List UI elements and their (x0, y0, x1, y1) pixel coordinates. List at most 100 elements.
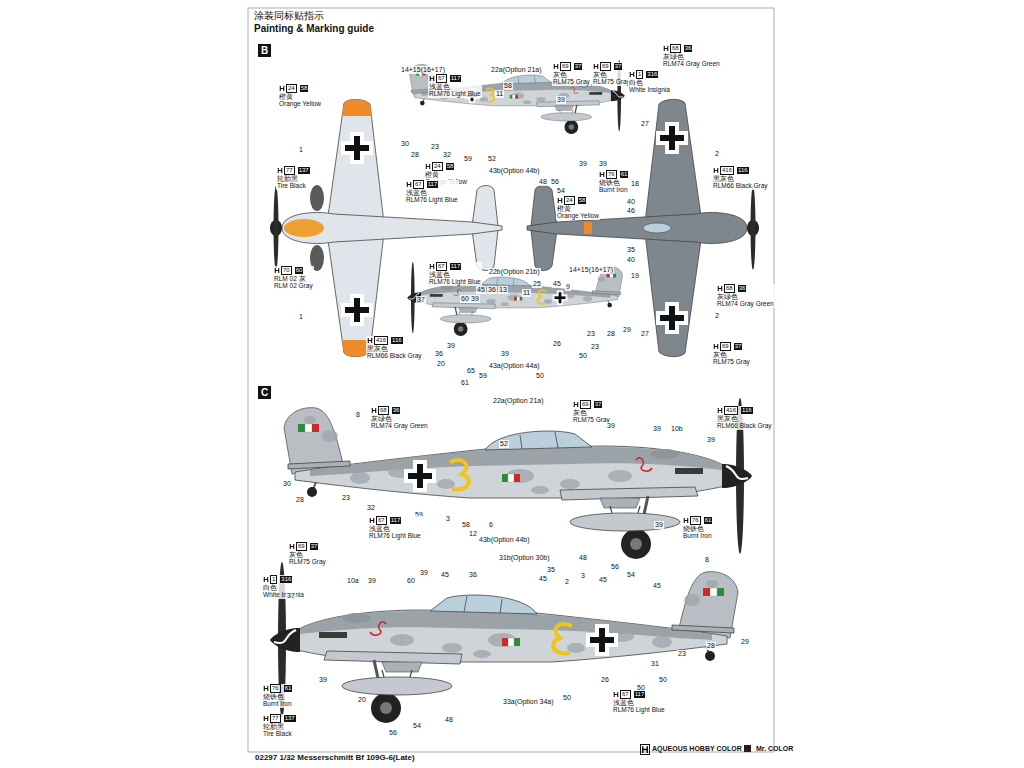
callout-number: 45 (476, 286, 486, 294)
callout-number: 30 (282, 480, 292, 488)
hobby-color-number: 1 (270, 575, 277, 584)
color-name-cn: 黑灰色 (367, 345, 422, 352)
mr-color-number: 60 (295, 267, 304, 274)
callout-number: 28 (410, 151, 420, 159)
hobby-color-number: 67 (436, 74, 447, 83)
hobby-color-icon (613, 691, 619, 698)
color-name-en: RLM76 Light Blue (613, 706, 665, 713)
mr-color-number: 137 (284, 715, 296, 722)
callout-number: 56 (388, 729, 398, 737)
color-code-row: 1316 (629, 70, 670, 79)
callout-number: 11 (522, 289, 531, 297)
hobby-color-number: 69 (560, 62, 571, 71)
callout-number: 52 (487, 155, 497, 163)
color-name-en: RLM76 Light Blue (429, 278, 481, 285)
hobby-color-number: 67 (376, 516, 387, 525)
color-code-row: 6937 (573, 400, 610, 409)
legend-text: AQUEOUS HOBBY COLOR (652, 745, 742, 753)
color-name-en: White Insignia (629, 86, 670, 93)
callout-number: 39 (706, 436, 716, 444)
color-name-en: RLM74 Gray Green (717, 300, 774, 307)
callout-number: 35 (626, 246, 636, 254)
legend-symbol (640, 744, 650, 755)
color-name-cn: 灰色 (289, 551, 326, 558)
hobby-color-icon (593, 63, 599, 70)
mr-color-number: 37 (594, 401, 603, 408)
hobby-color-number: 69 (600, 62, 611, 71)
mr-color-number: 117 (450, 263, 462, 270)
callout-number: 50 (658, 676, 668, 684)
color-code-row: 2458 (557, 196, 599, 205)
hobby-color-icon (263, 715, 269, 722)
hobby-color-number: 1 (636, 70, 643, 79)
color-code-row: 67117 (406, 180, 458, 189)
callout-number: 36 (487, 286, 497, 294)
callout-number: 22a(Option 21a) (492, 397, 545, 405)
callout-number: 20 (357, 696, 367, 704)
callout-number: 23 (430, 143, 440, 151)
callout-number: 6 (488, 521, 494, 529)
color-code-row: 6937 (593, 62, 630, 71)
callout-number: 54 (556, 187, 566, 195)
callout-number: 36 (434, 350, 444, 358)
hobby-color-number: 68 (724, 284, 735, 293)
color-code-row: 2458 (425, 162, 467, 171)
hobby-color-icon (274, 267, 280, 274)
callout-number: 45 (552, 280, 562, 288)
hobby-color-icon (429, 75, 435, 82)
mr-color-number: 61 (284, 685, 293, 692)
callout-number: 45 (538, 575, 548, 583)
callout-number: 26 (552, 340, 562, 348)
color-callout: 416116黑灰色RLM66 Black Gray (712, 166, 769, 190)
callout-number: 22b(Option 21b) (488, 268, 541, 276)
color-code-row: 7060 (274, 266, 313, 275)
callout-number: 23 (590, 343, 600, 351)
color-name-cn: 烧铁色 (599, 179, 628, 186)
color-name-cn: 橙黄 (279, 93, 321, 100)
callout-number: 32 (442, 151, 452, 159)
callout-number: 27 (640, 330, 650, 338)
callout-number: 23 (341, 494, 351, 502)
color-callout: 7060RLM 02 灰RLM 02 Gray (273, 266, 314, 290)
callout-number: 39 (446, 342, 456, 350)
mr-color-number: 316 (280, 576, 292, 583)
callout-number: 29 (740, 638, 750, 646)
color-name-en: RLM66 Black Gray (367, 352, 422, 359)
hobby-color-icon (717, 407, 723, 414)
callout-number: 54 (626, 571, 636, 579)
hobby-color-icon (425, 163, 431, 170)
callout-number: 19 (630, 272, 640, 280)
callout-number: 45 (440, 571, 450, 579)
callout-number: 45 (598, 576, 608, 584)
callout-number: 14+15(16+17) (400, 66, 446, 74)
callout-number: 56 (610, 563, 620, 571)
callout-number: 48 (444, 716, 454, 724)
color-callout: 67117浅蓝色RLM76 Light Blue (612, 690, 666, 714)
color-name-en: RLM76 Light Blue (406, 196, 458, 203)
hobby-color-icon (683, 517, 689, 524)
callout-number: 32 (366, 504, 376, 512)
hobby-color-number: 70 (281, 266, 292, 275)
color-code-row: 67117 (429, 74, 481, 83)
mr-color-number: 37 (310, 543, 319, 550)
mr-color-number: 117 (390, 517, 402, 524)
callout-number: 31 (650, 660, 660, 668)
callout-number: 10a (346, 577, 360, 585)
hobby-color-icon (573, 401, 579, 408)
callout-number: 14+15(16+17) (568, 266, 614, 274)
mr-color-number: 58 (446, 163, 455, 170)
color-name-en: RLM75 Gray (289, 558, 326, 565)
callout-number: 36 (468, 571, 478, 579)
color-code-row: 7661 (599, 170, 628, 179)
color-callout: 67117浅蓝色RLM76 Light Blue (368, 516, 422, 540)
callout-number: 39 (556, 96, 566, 104)
color-name-cn: 黑灰色 (713, 175, 768, 182)
hobby-color-icon (599, 171, 605, 178)
callout-number: 39 (500, 350, 510, 358)
heading-text: Painting & Marking guide (253, 23, 375, 34)
hobby-color-icon (629, 71, 635, 78)
callout-number: 52 (499, 440, 509, 448)
callout-number: 48 (578, 554, 588, 562)
callout-number: 28 (295, 496, 305, 504)
